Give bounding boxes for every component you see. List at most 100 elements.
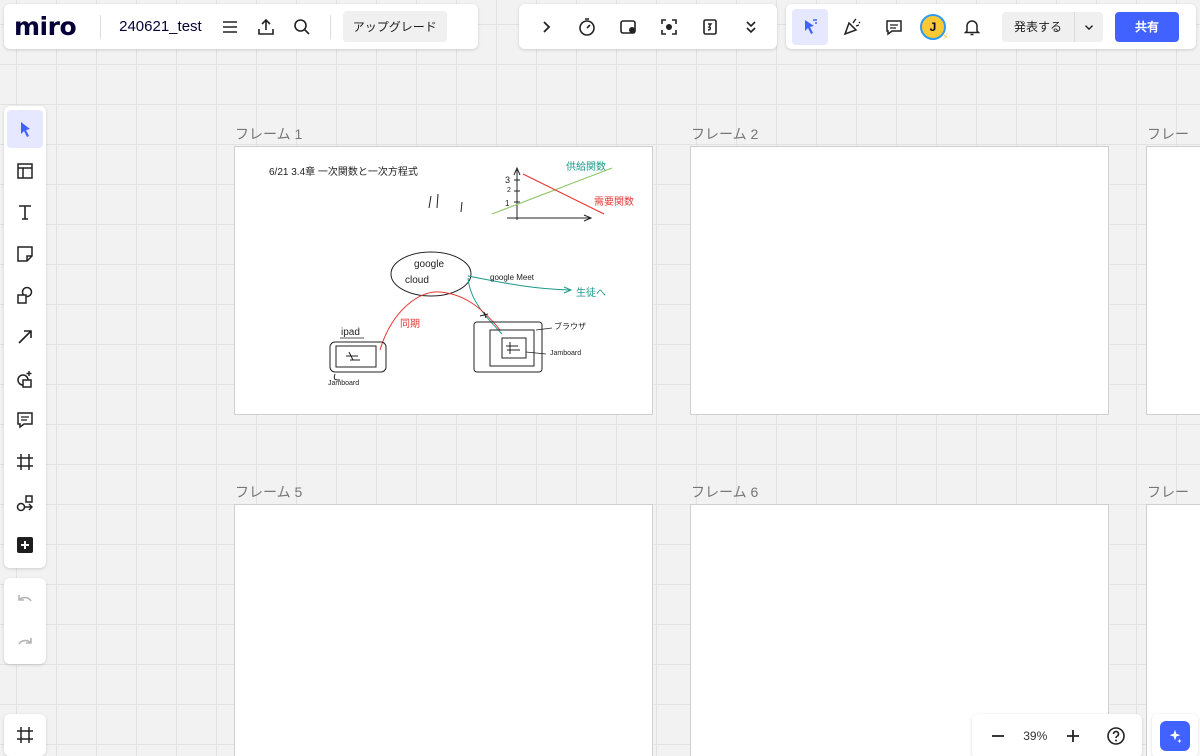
connection-line-tool[interactable] [7, 318, 43, 356]
present-button[interactable]: 発表する [1002, 11, 1076, 42]
select-tool[interactable] [7, 110, 43, 148]
frame-tool[interactable] [7, 443, 43, 481]
frame-5[interactable] [234, 504, 653, 756]
avatar-initial: J [929, 19, 937, 34]
frame-icon [17, 453, 33, 470]
expand-toolbar-button[interactable] [528, 9, 564, 45]
focus-icon [660, 18, 677, 35]
magic-shapes-icon [17, 370, 32, 388]
sparkles-icon [1169, 729, 1182, 744]
live-label[interactable]: 生徒へ [576, 288, 606, 299]
focus-button[interactable] [651, 9, 687, 45]
cursor-pointer-icon [805, 18, 817, 34]
history-toolbar [4, 578, 46, 664]
templates-tool[interactable] [7, 152, 43, 190]
upload-icon [257, 18, 274, 35]
frames-panel-button[interactable] [7, 717, 43, 753]
voting-button[interactable] [692, 9, 728, 45]
board-name[interactable]: 240621_test [119, 18, 202, 35]
timer-icon [578, 17, 595, 36]
undo-button[interactable] [7, 582, 43, 618]
celebrate-button[interactable] [834, 9, 870, 45]
chart-y-tick-1[interactable]: 1 [505, 199, 510, 208]
comments-button[interactable] [876, 9, 912, 45]
search-button[interactable] [284, 9, 320, 45]
export-button[interactable] [248, 9, 284, 45]
cursor-toggle-button[interactable] [792, 8, 828, 45]
frame-5-label[interactable]: フレーム 5 [235, 484, 303, 500]
double-chevron-down-icon [745, 20, 756, 33]
comment-icon [17, 412, 33, 429]
select-cursor-icon [21, 122, 30, 137]
cloud-label-line2[interactable]: cloud [405, 275, 429, 286]
redo-icon [18, 637, 32, 644]
browser-label[interactable]: ブラウザ [554, 322, 586, 331]
more-tools-button[interactable] [733, 9, 769, 45]
menu-button[interactable] [212, 9, 248, 45]
lightning-icon: ⚡ [941, 31, 949, 43]
help-button[interactable] [1098, 718, 1134, 754]
bell-icon [963, 19, 981, 35]
apps-tool[interactable] [7, 484, 43, 522]
creation-toolbar [4, 106, 46, 568]
share-toolbar: J ⚡ 発表する 共有 [786, 4, 1196, 49]
main-menu-bar: miro 240621_test アップグレード [4, 4, 478, 49]
ai-assist-button[interactable] [1152, 714, 1198, 756]
frame-icon [17, 727, 33, 743]
redo-button[interactable] [7, 625, 43, 661]
comment-icon [886, 19, 902, 35]
zoom-level[interactable]: 39% [1023, 729, 1048, 743]
video-button[interactable] [610, 9, 646, 45]
chart-y-tick-3[interactable]: 3 [505, 175, 511, 185]
video-chat-icon [619, 19, 636, 34]
ai-shapes-tool[interactable] [7, 360, 43, 398]
ipad-label[interactable]: ipad [341, 327, 360, 338]
frame-2-label[interactable]: フレーム 2 [691, 126, 759, 142]
divider [100, 14, 102, 39]
minus-icon [991, 735, 1004, 737]
zoom-in-button[interactable] [1055, 718, 1091, 754]
sync-label[interactable]: 同期 [400, 319, 420, 330]
template-icon [17, 162, 33, 179]
user-avatar[interactable]: J ⚡ [920, 13, 949, 43]
sketch-marks-text[interactable]: | | | [432, 212, 433, 213]
search-icon [293, 18, 310, 35]
ai-button-face [1160, 721, 1190, 751]
more-apps-tool[interactable] [7, 526, 43, 564]
supply-label[interactable]: 供給関数 [566, 162, 606, 173]
help-icon [1107, 727, 1126, 745]
share-button[interactable]: 共有 [1115, 11, 1180, 42]
demand-label[interactable]: 需要関数 [594, 197, 634, 208]
sticky-note-tool[interactable] [7, 235, 43, 273]
meet-label[interactable]: google Meet [490, 273, 535, 282]
frame-2[interactable] [690, 146, 1109, 415]
upgrade-button[interactable]: アップグレード [342, 11, 447, 42]
frame-6-label[interactable]: フレーム 6 [691, 484, 759, 500]
hamburger-icon [222, 20, 237, 33]
divider [329, 14, 331, 39]
cloud-label-line1[interactable]: google [414, 259, 445, 270]
timer-button[interactable] [569, 9, 605, 45]
chart-y-tick-2[interactable]: 2 [507, 187, 511, 194]
text-tool[interactable] [7, 193, 43, 231]
frame-1-label[interactable]: フレーム 1 [235, 126, 303, 142]
present-options-button[interactable] [1075, 20, 1103, 34]
notifications-button[interactable] [954, 9, 990, 45]
integrations-icon [16, 495, 33, 512]
frame-1[interactable] [234, 146, 653, 415]
collaboration-toolbar [519, 4, 777, 49]
jamboard-label-right[interactable]: Jamboard [550, 350, 582, 357]
jamboard-label-left[interactable]: Jamboard [328, 380, 360, 387]
undo-icon [18, 594, 32, 601]
comment-tool[interactable] [7, 401, 43, 439]
plus-square-icon [17, 536, 33, 553]
present-group: 発表する [1002, 11, 1104, 42]
shapes-tool[interactable] [7, 276, 43, 314]
sketch-title-note[interactable]: 6/21 3.4章 一次関数と一次方程式 [269, 167, 418, 178]
voting-icon [702, 18, 717, 35]
miro-logo[interactable]: miro [14, 12, 77, 41]
zoom-out-button[interactable] [980, 718, 1016, 754]
plus-icon [1066, 730, 1079, 742]
arrow-line-icon [18, 330, 32, 344]
frame-3[interactable] [1146, 146, 1200, 415]
